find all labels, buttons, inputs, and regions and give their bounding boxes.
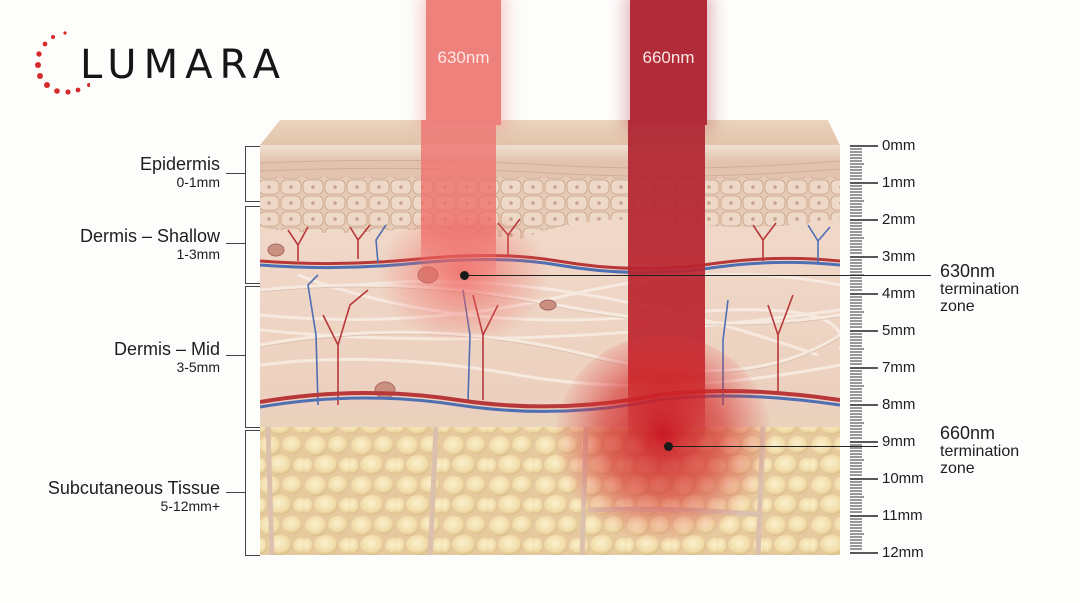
- bracket-subcutaneous: [245, 430, 260, 556]
- beam-660nm: [630, 0, 707, 125]
- annotation-660nm-termination: 660nm termination zone: [940, 423, 1020, 478]
- leader-line-660nm: [670, 446, 878, 447]
- bracket-tick: [226, 355, 245, 356]
- bracket-dermis-mid: [245, 286, 260, 428]
- termination-dot-630nm: [460, 271, 469, 280]
- scale-label-8: 8mm: [882, 396, 916, 413]
- scale-label-2: 2mm: [882, 211, 916, 228]
- dot-arc-icon: [35, 31, 90, 95]
- beam-label-630nm: 630nm: [437, 48, 490, 67]
- bracket-tick: [226, 492, 245, 493]
- scale-label-7: 7mm: [882, 359, 916, 376]
- scale-label-9: 9mm: [882, 433, 916, 450]
- scale-label-5: 5mm: [882, 322, 916, 339]
- depth-ruler: [850, 145, 878, 554]
- scale-label-4: 4mm: [882, 285, 916, 302]
- scale-label-10: 10mm: [882, 470, 924, 487]
- bracket-dermis-shallow: [245, 206, 260, 284]
- lumara-logo: LUMARA: [30, 30, 280, 100]
- skin-cross-section: [260, 120, 840, 555]
- beam-label-660nm: 660nm: [642, 48, 695, 67]
- scale-label-12: 12mm: [882, 544, 924, 561]
- scale-label-0: 0mm: [882, 137, 916, 154]
- scale-label-11: 11mm: [882, 507, 923, 524]
- leader-line-630nm: [466, 275, 931, 276]
- layer-label-dermis-mid: Dermis – Mid 3-5mm: [113, 339, 220, 375]
- layer-label-epidermis: Epidermis 0-1mm: [139, 154, 220, 190]
- bracket-tick: [226, 243, 245, 244]
- bracket-tick: [226, 173, 245, 174]
- scale-label-3: 3mm: [882, 248, 916, 265]
- beam-630nm: [426, 0, 501, 125]
- layer-label-dermis-shallow: Dermis – Shallow 1-3mm: [79, 226, 220, 262]
- bracket-epidermis: [245, 146, 260, 202]
- termination-dot-660nm: [664, 442, 673, 451]
- layer-label-subcutaneous: Subcutaneous Tissue 5-12mm+: [47, 478, 220, 514]
- brand-name: LUMARA: [80, 42, 287, 88]
- annotation-630nm-termination: 630nm termination zone: [940, 261, 1020, 316]
- scale-label-1: 1mm: [882, 174, 916, 191]
